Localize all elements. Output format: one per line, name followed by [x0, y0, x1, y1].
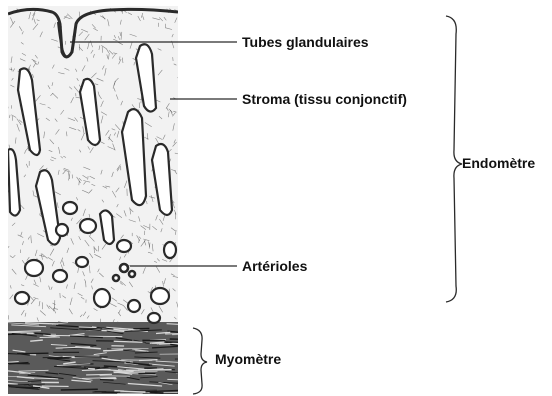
gland-section	[56, 224, 68, 236]
gland-section	[148, 313, 160, 323]
gland-section	[128, 300, 140, 312]
label-tubes-glandulaires: Tubes glandulaires	[242, 34, 369, 50]
gland-section	[25, 260, 43, 276]
arteriole	[120, 264, 128, 272]
label-myometre: Myomètre	[215, 351, 281, 367]
label-arterioles: Artérioles	[242, 258, 307, 274]
gland-section	[164, 242, 176, 258]
gland-section	[15, 292, 29, 304]
gland-section	[76, 257, 88, 267]
gland-section	[80, 219, 96, 233]
label-endometre: Endomètre	[462, 155, 535, 171]
gland-section	[117, 240, 131, 252]
endometre-brace	[446, 16, 462, 302]
myometre-brace	[193, 328, 207, 394]
gland-section	[53, 270, 67, 282]
gland-section	[151, 288, 169, 304]
gland-section	[63, 202, 77, 214]
gland-section	[94, 289, 110, 307]
label-stroma: Stroma (tissu conjonctif)	[242, 91, 407, 107]
myometrium-band	[0, 322, 206, 395]
arteriole	[129, 271, 135, 277]
arteriole	[113, 275, 119, 281]
